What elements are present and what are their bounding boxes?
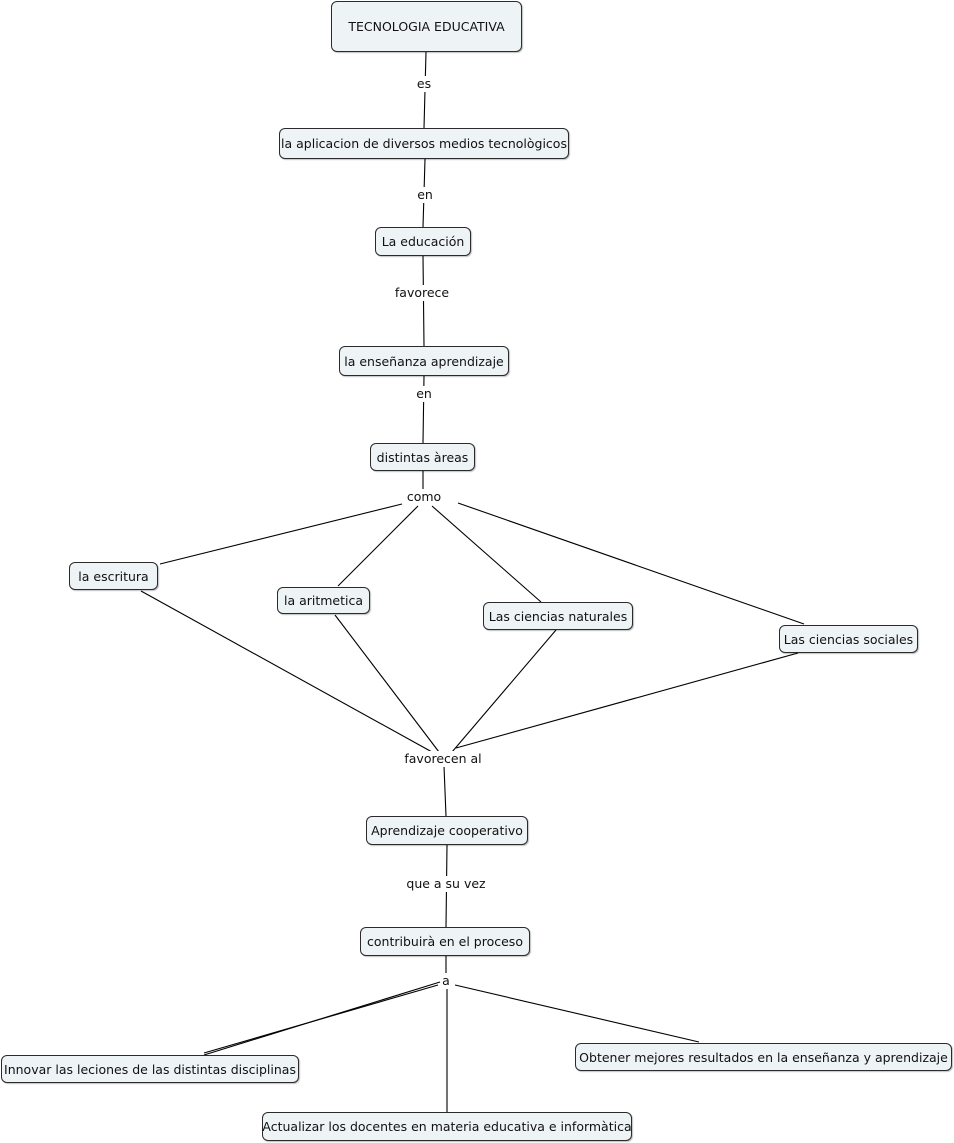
link-label-en: en — [416, 187, 434, 203]
connector-line — [334, 614, 440, 753]
connector-line — [431, 505, 542, 603]
link-label-que-a-su-vez: que a su vez — [405, 876, 487, 892]
connector-line — [337, 505, 419, 587]
link-label-como: como — [405, 489, 443, 505]
connector-line — [422, 255, 425, 347]
concept-obtener-resultados[interactable]: Obtener mejores resultados en la enseñan… — [575, 1043, 952, 1071]
link-label-favorece: favorece — [393, 285, 451, 301]
connector-line — [454, 984, 700, 1043]
concept-ciencias-naturales[interactable]: Las ciencias naturales — [483, 602, 633, 630]
concept-aritmetica[interactable]: la aritmetica — [277, 587, 370, 614]
concept-aprendizaje-cooperativo[interactable]: Aprendizaje cooperativo — [366, 816, 528, 845]
concept-tecnologia-educativa[interactable]: TECNOLOGIA EDUCATIVA — [331, 1, 522, 52]
connector-line — [203, 981, 441, 1056]
connector-line — [457, 502, 805, 625]
connector-line — [443, 765, 447, 817]
concept-ciencias-sociales[interactable]: Las ciencias sociales — [779, 625, 918, 653]
connector-line — [451, 629, 557, 753]
link-label-favorecen-al: favorecen al — [403, 751, 483, 767]
connector-line — [159, 503, 403, 565]
link-label-a: a — [441, 973, 451, 989]
concept-escritura[interactable]: la escritura — [69, 562, 158, 590]
concept-educacion[interactable]: La educación — [375, 227, 471, 256]
concept-aplicacion-medios[interactable]: la aplicacion de diversos medios tecnolò… — [279, 128, 569, 159]
connector-line — [140, 590, 433, 753]
concept-actualizar-docentes[interactable]: Actualizar los docentes en materia educa… — [262, 1112, 632, 1141]
concept-distintas-areas[interactable]: distintas àreas — [370, 443, 475, 471]
link-label-en: en — [415, 386, 433, 402]
concept-contribuira-proceso[interactable]: contribuirà en el proceso — [360, 927, 530, 956]
concept-ensenanza-aprendizaje[interactable]: la enseñanza aprendizaje — [339, 346, 509, 376]
link-label-es: es — [415, 76, 433, 92]
connector-line — [455, 652, 799, 749]
concept-innovar-leciones[interactable]: Innovar las leciones de las distintas di… — [1, 1055, 299, 1083]
